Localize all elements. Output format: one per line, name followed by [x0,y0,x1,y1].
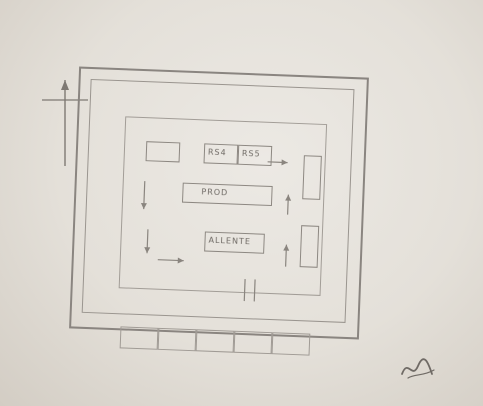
bottom-table-cell [195,329,235,353]
north-arrow-icon [42,80,88,166]
bottom-table-cell [119,326,159,350]
bottom-table-cell [157,327,197,352]
bottom-table-cell [233,330,273,355]
flow-arrows [140,159,292,302]
floor-plan: RS4 RS5 PROD ALLENTE [69,66,369,340]
signature-icon [401,358,435,379]
bottom-table-cell [271,332,311,356]
